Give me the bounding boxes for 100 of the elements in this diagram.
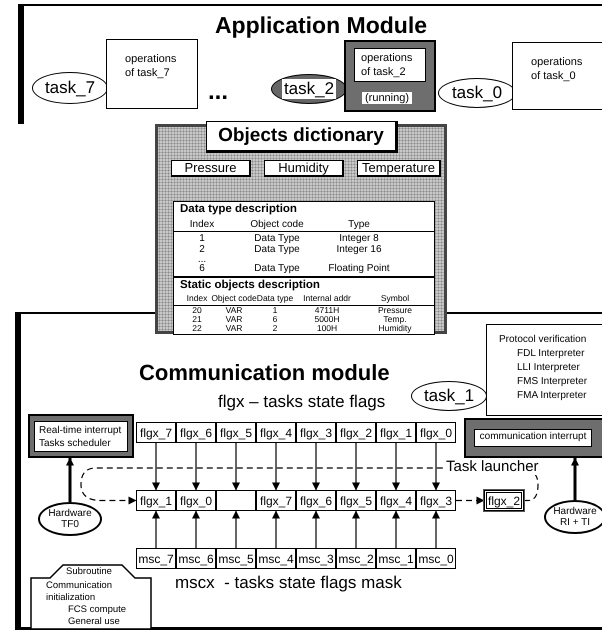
flag-label: msc_3 <box>298 552 334 566</box>
flag-label: flgx_0 <box>180 494 212 508</box>
flag-cell <box>136 422 176 443</box>
arrow <box>272 510 280 548</box>
dictionary-title: Objects dictionary <box>206 121 398 153</box>
scheduler-panel <box>28 414 134 458</box>
module-title: Application Module <box>214 12 428 39</box>
table-value: 5000H <box>314 315 340 324</box>
interrupt-label: communication interrupt <box>478 430 588 443</box>
dashed-arrow <box>456 496 484 504</box>
flag-label: flgx_2 <box>488 494 520 508</box>
table-value: 21 <box>192 315 202 324</box>
thick-arrow <box>66 458 74 502</box>
flag-label: flgx_3 <box>420 494 452 508</box>
table-value: Pressure <box>378 306 412 316</box>
column-header: Object code <box>211 294 257 304</box>
module-title: Communication module <box>139 360 390 386</box>
object-label: Temperature <box>362 161 435 175</box>
task-ellipse <box>271 74 347 104</box>
table-value: 1 <box>199 233 205 244</box>
table-heading: Data type description <box>180 203 297 215</box>
dictionary-panel <box>155 124 447 334</box>
flag-label: msc_1 <box>378 552 414 566</box>
table-value: ... <box>198 254 206 265</box>
module-frame <box>18 4 602 124</box>
arrow <box>392 443 400 490</box>
flag-cell <box>256 490 296 511</box>
task-label: task_2 <box>282 79 336 99</box>
flag-cell <box>256 422 296 443</box>
flag-label: msc_5 <box>218 552 254 566</box>
table-value: VAR <box>226 315 242 324</box>
table-value: Integer 8 <box>339 233 379 244</box>
description-table <box>173 277 435 335</box>
object-label: Humidity <box>278 161 329 175</box>
flag-cell <box>216 490 256 511</box>
flag-cell <box>296 422 336 443</box>
column-header: Object code <box>250 219 304 230</box>
operations-label: operations of task_7 <box>125 52 178 80</box>
operations-label: operations of task_2 <box>354 48 426 82</box>
subroutine-item: Communication initialization <box>46 580 113 604</box>
table-value: 2 <box>199 244 205 255</box>
status-label: (running) <box>362 92 412 104</box>
operations-box <box>512 42 602 110</box>
module-frame <box>15 312 602 630</box>
flag-label: flgx_1 <box>140 494 172 508</box>
flag-cell <box>136 490 176 511</box>
protocol-item: FDL Interpreter <box>516 347 586 361</box>
column-header: Index <box>186 294 208 304</box>
subroutine-item: General use <box>68 616 120 628</box>
hardware-ellipse <box>544 500 602 534</box>
column-header: Data type <box>256 294 294 304</box>
flag-label: flgx_2 <box>340 426 372 440</box>
flag-cell <box>176 422 216 443</box>
arrow <box>152 510 160 548</box>
flag-label: flgx_3 <box>300 426 332 440</box>
interrupt-label: Tasks scheduler <box>39 437 112 450</box>
ellipsis-mark: ... <box>208 78 228 106</box>
table-value: Humidity <box>378 324 412 334</box>
object-box <box>264 160 344 177</box>
flag-label: flgx_4 <box>380 494 412 508</box>
flag-cell <box>176 490 216 511</box>
arrow <box>232 510 240 548</box>
table-value: 4711H <box>314 306 340 316</box>
flag-label: flgx_4 <box>260 426 292 440</box>
protocol-item: LLI Interpreter <box>516 361 581 375</box>
task-ellipse <box>32 72 108 104</box>
edge-label: Task launcher <box>444 458 541 475</box>
mask-cell <box>256 548 296 569</box>
column-header: Internal addr <box>303 294 351 304</box>
flag-cell <box>376 422 416 443</box>
arrow <box>272 443 280 490</box>
mask-cell <box>416 548 456 569</box>
flag-cell <box>216 422 256 443</box>
arrow <box>432 443 440 490</box>
thick-arrow <box>571 458 579 500</box>
table-value: 6 <box>272 315 278 324</box>
protocol-item: FMS Interpreter <box>516 375 588 389</box>
mask-cell <box>136 548 176 569</box>
table-value: VAR <box>226 306 242 316</box>
interrupt-label: Real-time interrupt <box>39 424 122 437</box>
arrow <box>192 510 200 548</box>
task-label: task_1 <box>424 386 474 406</box>
mask-cell <box>296 548 336 569</box>
flag-cell <box>416 490 456 511</box>
table-value: Data Type <box>254 244 300 255</box>
object-box <box>171 160 251 177</box>
flag-label: msc_0 <box>418 552 454 566</box>
mask-cell <box>376 548 416 569</box>
flag-cell <box>296 490 336 511</box>
flag-label: flgx_7 <box>140 426 172 440</box>
flag-cell <box>416 422 456 443</box>
flag-label: msc_2 <box>338 552 374 566</box>
flag-label: msc_4 <box>258 552 294 566</box>
launched-flag-cell <box>484 490 524 511</box>
table-value: Data Type <box>254 263 300 274</box>
task-ellipse <box>411 381 487 411</box>
flag-label: flgx_5 <box>340 494 372 508</box>
table-value: 1 <box>272 306 278 316</box>
flag-label: msc_6 <box>178 552 214 566</box>
operations-label: operations of task_0 <box>531 55 584 83</box>
